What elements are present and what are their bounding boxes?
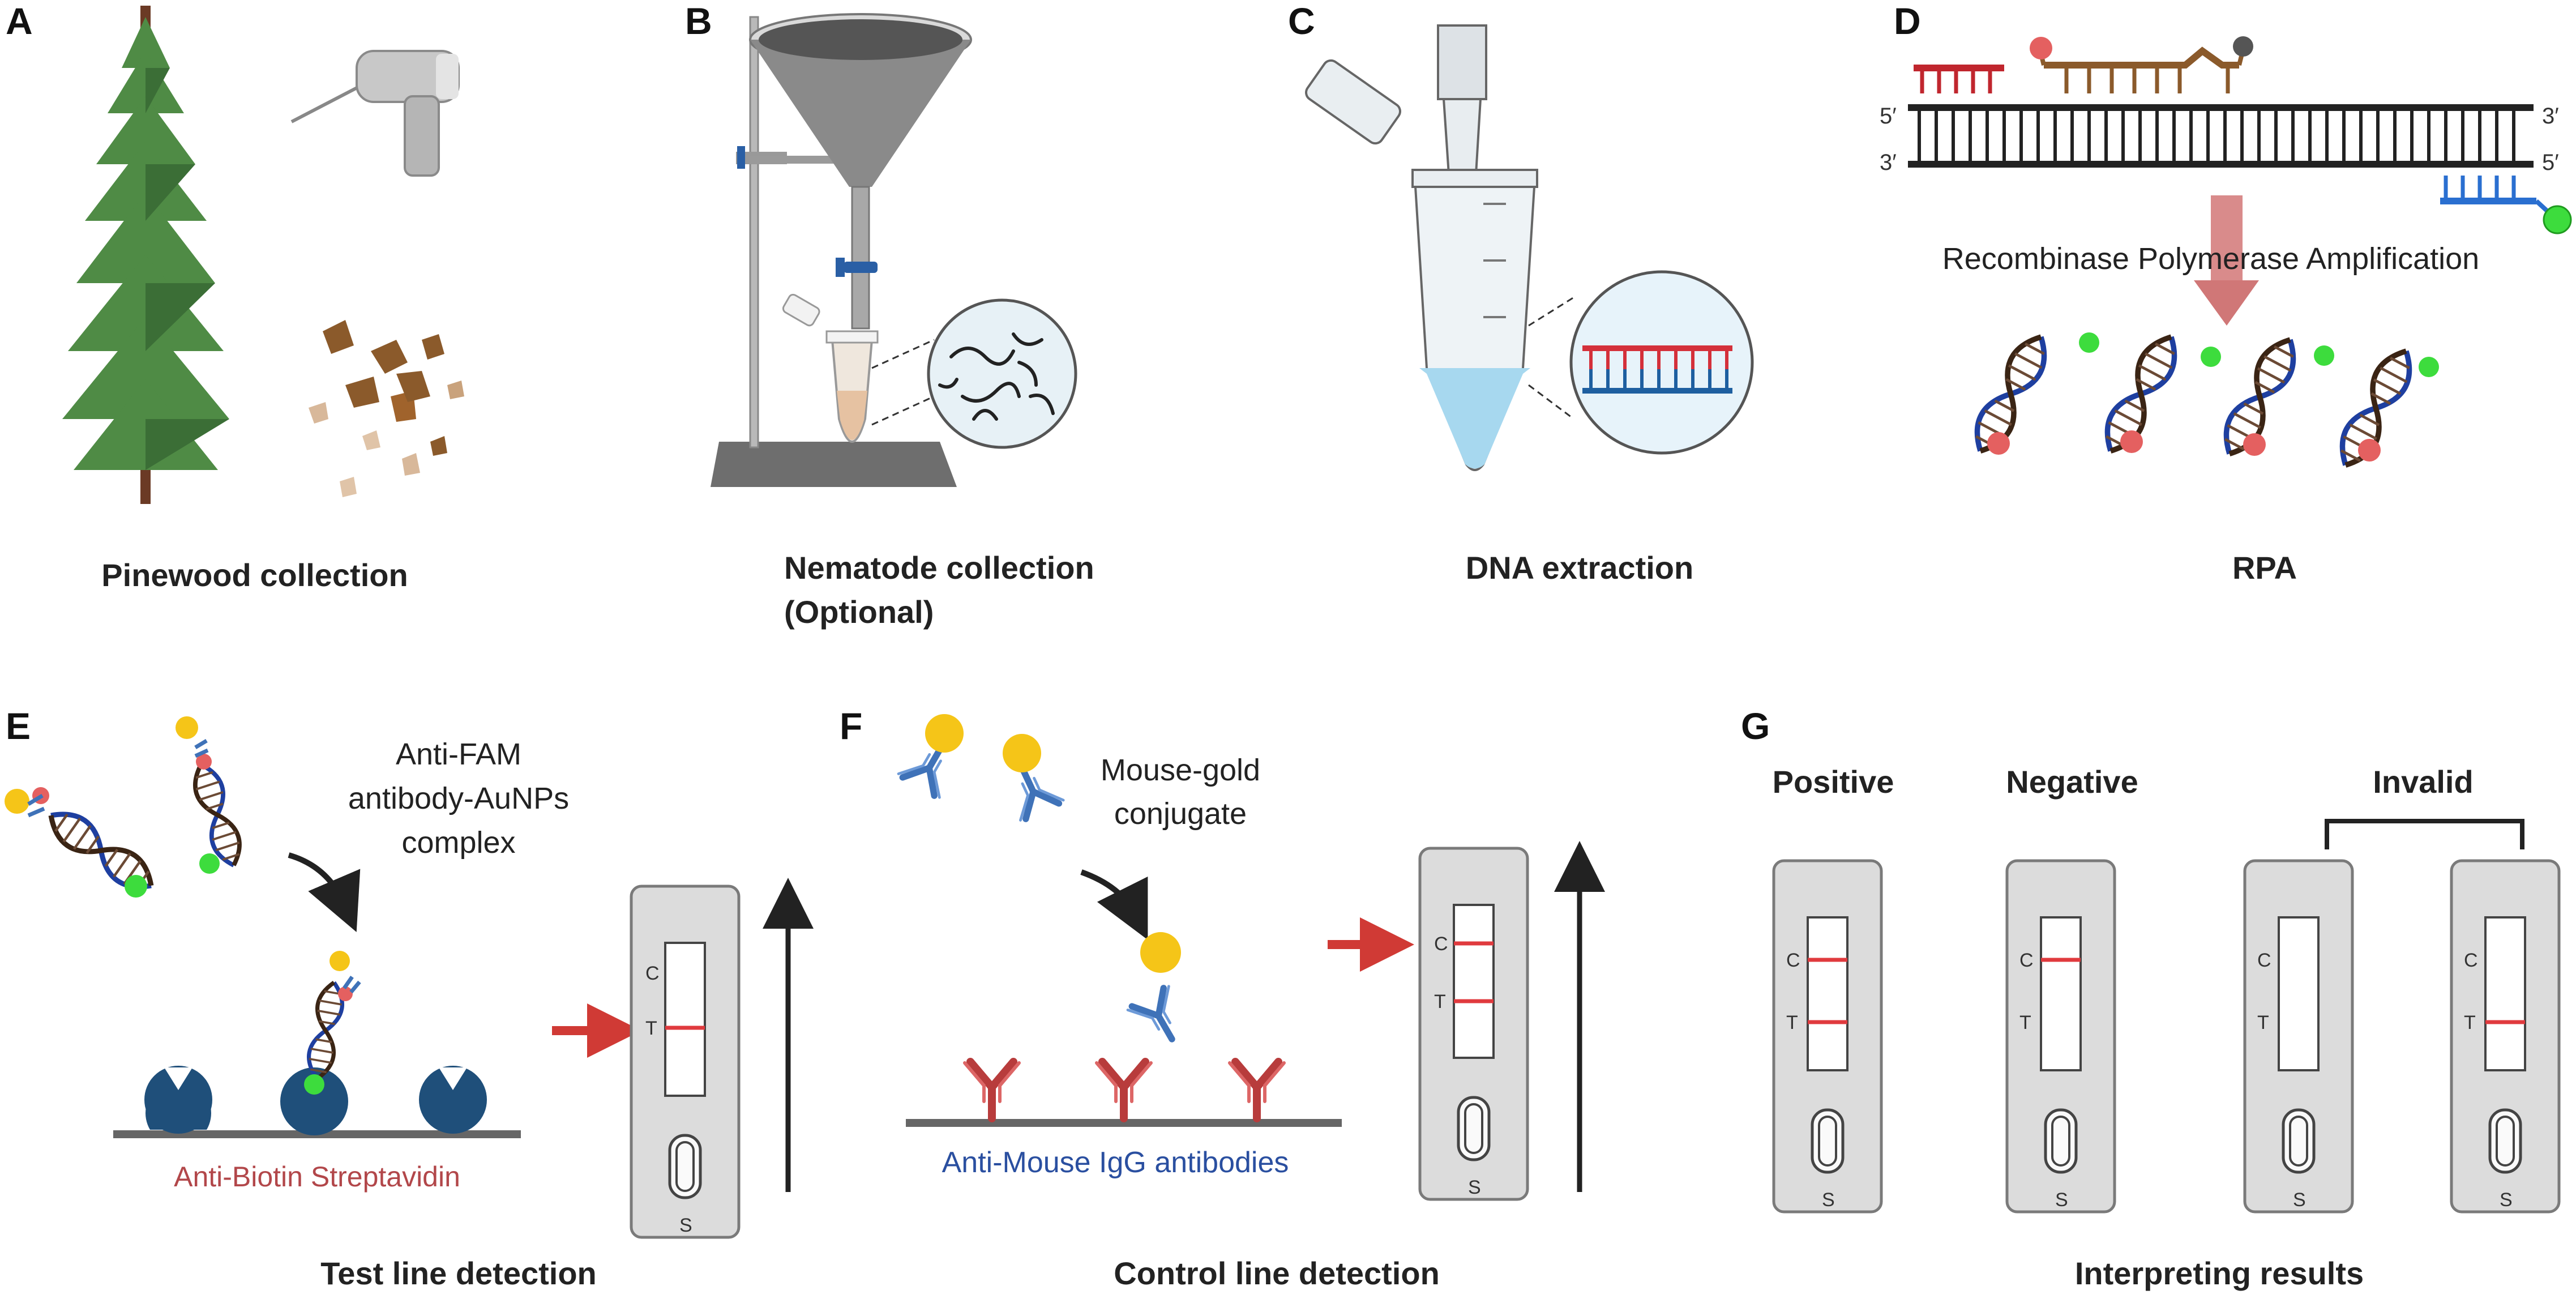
complex-label-line2: antibody-AuNPs: [348, 781, 569, 815]
strip-label-s: S: [1822, 1189, 1835, 1211]
caption-a: Pinewood collection: [101, 557, 408, 593]
template-dna-icon: [1908, 104, 2534, 168]
panel-label-b: B: [685, 0, 712, 42]
panel-label-c: C: [1288, 0, 1315, 42]
caption-f: Control line detection: [1114, 1255, 1440, 1291]
antibody-icon: [27, 738, 209, 818]
strip-label-t: T: [1786, 1012, 1798, 1033]
strip-label-c: C: [2257, 950, 2271, 971]
strip-label-c: C: [2019, 950, 2034, 971]
strip-invalid-test-only: C T S: [2451, 861, 2559, 1212]
strip-label-t: T: [2464, 1012, 2476, 1033]
strip-label-c: C: [1786, 950, 1800, 971]
strand-label-top-left: 5′: [1880, 104, 1897, 129]
complex-label-line1: Anti-FAM: [396, 737, 521, 771]
panel-e: E Anti-FAM antibody-AuNPs complex: [5, 705, 814, 1291]
invalid-bracket: [2325, 819, 2524, 849]
nematode-icon: [927, 298, 1077, 449]
caption-b-line1: Nematode collection: [784, 550, 1094, 586]
caption-g: Interpreting results: [2075, 1255, 2364, 1291]
antibody-icon: [965, 932, 1284, 1118]
caption-c: DNA extraction: [1466, 550, 1693, 586]
gold-nanoparticle-icon: [898, 714, 1064, 821]
panel-label-f: F: [840, 705, 862, 747]
strand-label-top-right: 3′: [2542, 104, 2559, 129]
surface-label-e: Anti-Biotin Streptavidin: [174, 1161, 460, 1193]
conjugate-label-line2: conjugate: [1114, 797, 1247, 831]
strand-label-bottom-left: 3′: [1880, 150, 1897, 175]
strip-label-s: S: [679, 1215, 692, 1236]
panel-label-e: E: [6, 705, 31, 747]
caption-e: Test line detection: [320, 1255, 596, 1291]
strip-label-t: T: [1434, 991, 1446, 1013]
forward-primer-icon: [1914, 65, 2004, 93]
reverse-primer-icon: [2440, 176, 2572, 234]
pine-tree-icon: [62, 6, 229, 504]
panel-f: F Mouse-gold conjugate Anti-Mouse IgG an…: [840, 705, 1605, 1291]
strip-invalid-empty: C T S: [2245, 861, 2352, 1212]
strip-label-t: T: [645, 1018, 657, 1039]
drill-icon: [290, 50, 460, 177]
strand-label-bottom-right: 5′: [2542, 150, 2559, 175]
caption-d: RPA: [2232, 550, 2297, 586]
binding-arrow: [1080, 869, 1148, 940]
probe-icon: [2030, 36, 2253, 93]
strip-label-c: C: [1434, 933, 1448, 955]
dna-helix-icon: [1966, 330, 2439, 473]
strip-label-c: C: [2464, 950, 2478, 971]
binding-arrow: [288, 852, 361, 932]
panel-label-a: A: [6, 0, 33, 42]
panel-label-d: D: [1894, 0, 1921, 42]
strip-label-s: S: [2500, 1189, 2513, 1211]
surface-label-f: Anti-Mouse IgG antibodies: [942, 1146, 1289, 1179]
panel-label-g: G: [1741, 705, 1770, 747]
test-strip-icon: C T S: [1420, 848, 1527, 1199]
panel-a: A: [6, 0, 464, 593]
complex-label-line3: complex: [401, 826, 515, 860]
process-label: Recombinase Polymerase Amplification: [1942, 242, 2479, 276]
strip-label-t: T: [2019, 1012, 2031, 1033]
panel-b: B: [685, 0, 1094, 630]
panel-d: D 5′ 3′ 3′ 5′: [1880, 0, 2572, 586]
microtube-icon: [1305, 59, 1538, 471]
strip-negative: C T S: [2007, 861, 2115, 1212]
panel-g: G Positive Negative Invalid C T S C T S …: [1741, 705, 2559, 1291]
funnel-stand-icon: [711, 13, 972, 487]
caption-b-line2: (Optional): [784, 594, 934, 630]
result-positive-label: Positive: [1773, 764, 1894, 800]
strip-label-s: S: [1468, 1177, 1481, 1198]
dna-duplex-icon: [1569, 270, 1754, 455]
strip-label-s: S: [2055, 1189, 2068, 1211]
strip-label-t: T: [2257, 1012, 2269, 1033]
wood-chips-icon: [309, 320, 464, 497]
panel-c: C: [1288, 0, 1754, 586]
test-strip-icon: C T S: [631, 886, 739, 1237]
dna-helix-icon: [5, 716, 246, 898]
captured-complex-icon: [304, 951, 361, 1095]
amplification-arrow: [2194, 195, 2259, 326]
result-negative-label: Negative: [2006, 764, 2138, 800]
strip-label-s: S: [2293, 1189, 2306, 1211]
microtube-icon: [782, 293, 879, 443]
strip-positive: C T S: [1774, 861, 1881, 1212]
streptavidin-icon: [113, 1066, 521, 1138]
result-invalid-label: Invalid: [2373, 764, 2473, 800]
conjugate-label-line1: Mouse-gold: [1101, 753, 1260, 787]
strip-label-c: C: [645, 963, 660, 984]
